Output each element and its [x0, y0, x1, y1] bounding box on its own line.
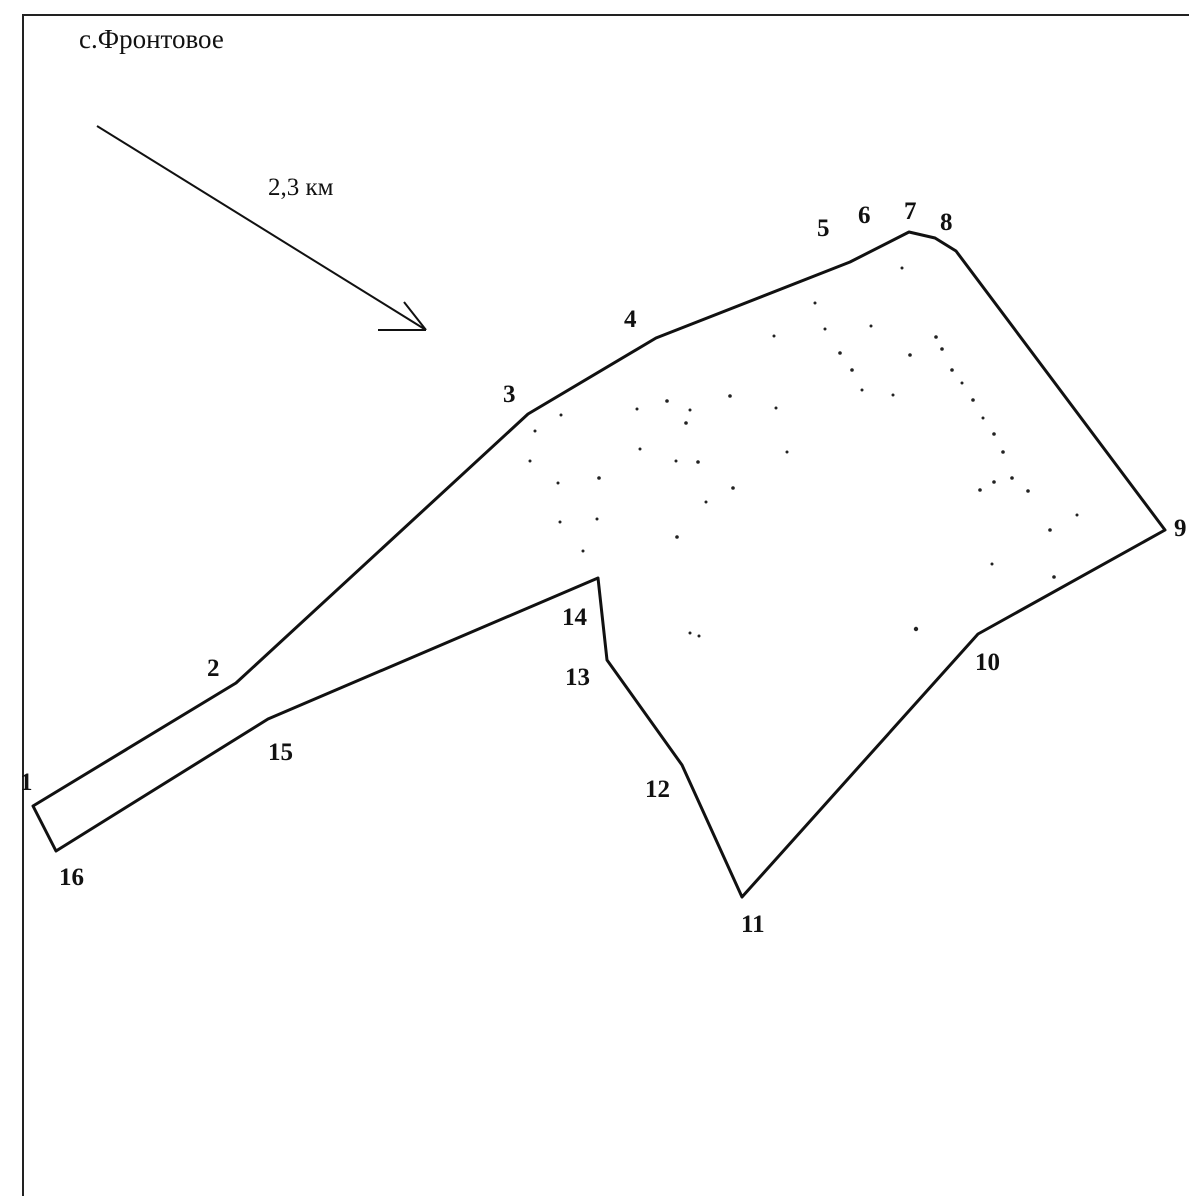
vertex-label-3: 3 [503, 381, 516, 408]
interior-dots [528, 266, 1079, 638]
vertex-label-7: 7 [904, 198, 917, 225]
vertex-label-1: 1 [20, 769, 33, 796]
vertex-label-11: 11 [741, 911, 765, 938]
vertex-label-6: 6 [858, 202, 871, 229]
direction-arrow [96, 125, 427, 331]
distance-label: 2,3 км [268, 174, 334, 201]
settlement-label: с.Фронтовое [79, 24, 224, 54]
vertex-label-16: 16 [59, 864, 84, 891]
vertex-label-4: 4 [624, 306, 637, 333]
vertex-label-10: 10 [975, 649, 1000, 676]
map-frame [22, 14, 1189, 1196]
vertex-label-9: 9 [1174, 515, 1187, 542]
vertex-label-8: 8 [940, 209, 953, 236]
vertex-label-14: 14 [562, 604, 588, 631]
vertex-label-2: 2 [207, 655, 220, 682]
vertex-label-12: 12 [645, 776, 670, 803]
vertex-label-13: 13 [565, 664, 590, 691]
vertex-labels: 1 2 3 4 5 6 7 8 9 10 11 12 13 14 15 16 [20, 198, 1187, 938]
vertex-label-15: 15 [268, 739, 293, 766]
plot-boundary [31, 230, 1167, 899]
vertex-label-5: 5 [817, 215, 830, 242]
